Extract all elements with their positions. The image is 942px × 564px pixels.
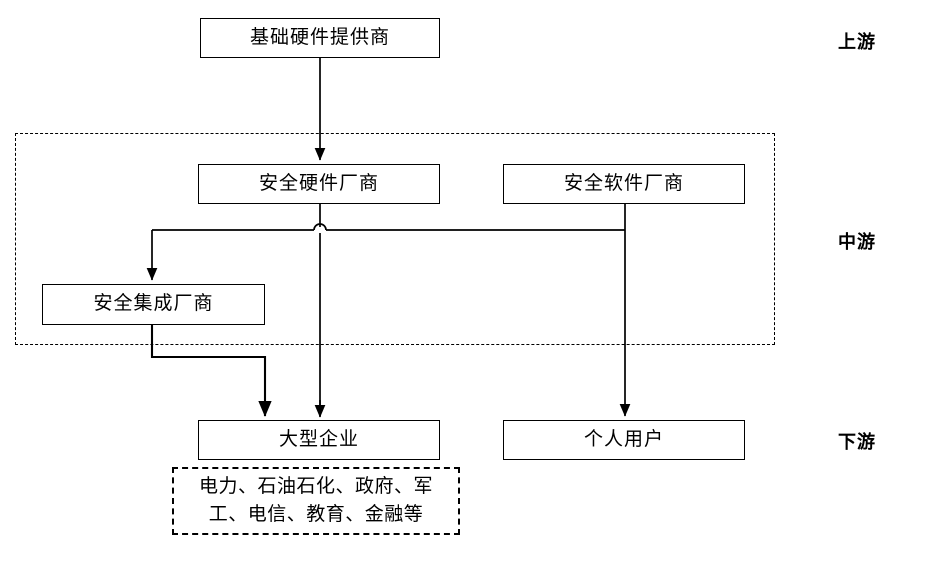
node-label: 安全硬件厂商 bbox=[258, 172, 379, 194]
enterprise-sector-note: 电力、石油石化、政府、军工、电信、教育、金融等 bbox=[172, 467, 460, 535]
node-label: 个人用户 bbox=[583, 428, 664, 450]
tier-label-midstream: 中游 bbox=[838, 232, 876, 252]
tier-label-upstream: 上游 bbox=[838, 32, 876, 52]
node-security-software-vendor[interactable]: 安全软件厂商 bbox=[503, 164, 745, 204]
node-security-hardware-vendor[interactable]: 安全硬件厂商 bbox=[198, 164, 440, 204]
node-label: 安全软件厂商 bbox=[563, 172, 684, 194]
node-large-enterprise[interactable]: 大型企业 bbox=[198, 420, 440, 460]
node-basic-hardware-supplier[interactable]: 基础硬件提供商 bbox=[200, 18, 440, 58]
midstream-group-boundary bbox=[15, 133, 775, 345]
sector-note-text: 电力、石油石化、政府、军工、电信、教育、金融等 bbox=[198, 476, 433, 525]
node-individual-user[interactable]: 个人用户 bbox=[503, 420, 745, 460]
node-label: 大型企业 bbox=[278, 428, 359, 450]
node-security-integration-vendor[interactable]: 安全集成厂商 bbox=[42, 284, 265, 325]
node-label: 基础硬件提供商 bbox=[249, 26, 390, 48]
tier-label-downstream: 下游 bbox=[838, 432, 876, 452]
node-label: 安全集成厂商 bbox=[93, 293, 214, 315]
